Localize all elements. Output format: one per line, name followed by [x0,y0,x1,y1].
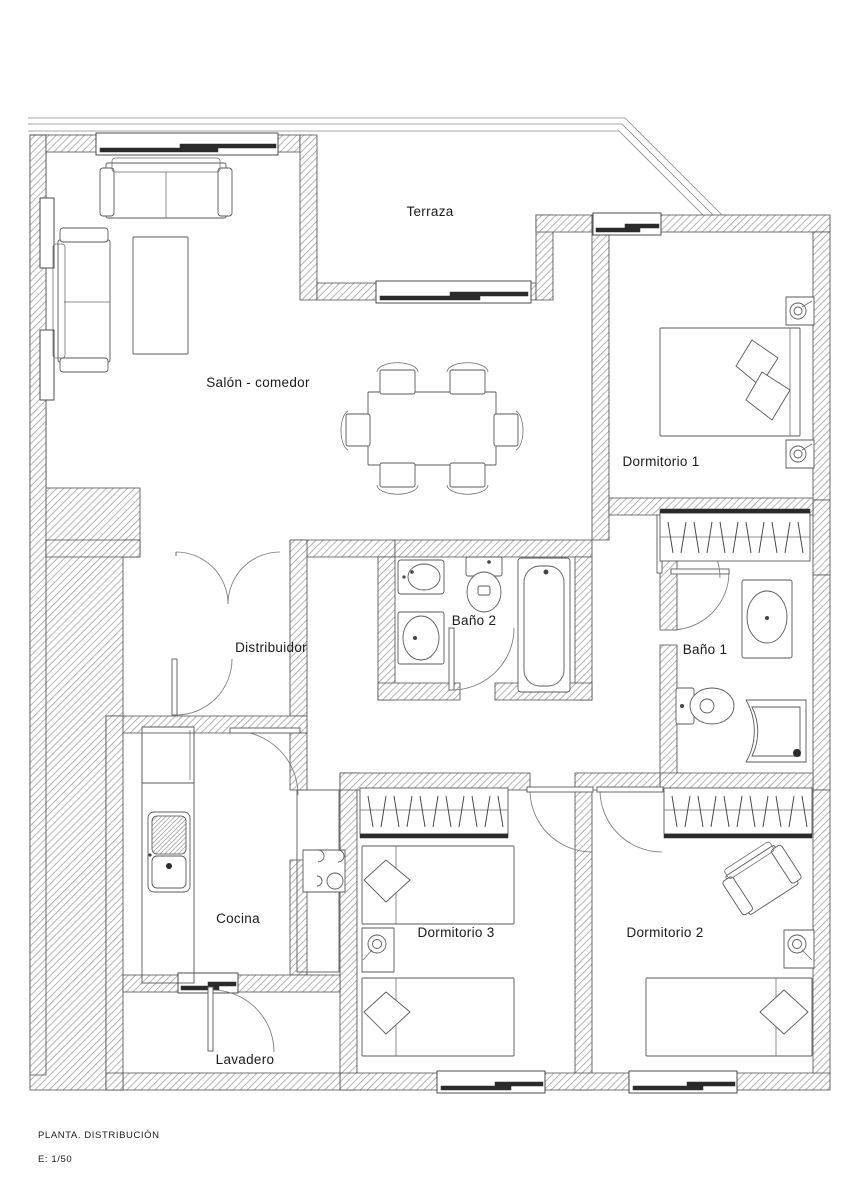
salon-furniture [52,157,524,495]
bano1-fixtures [675,579,807,763]
door-bano2 [448,627,515,691]
windows [39,132,738,1094]
twin-bed [361,845,515,925]
dining-table-set [340,362,524,495]
nightstand-lamp [785,296,815,326]
window-terrace-south [375,280,532,304]
nightstand-lamp [783,929,815,969]
terrace-railing [28,117,723,227]
room-label-lavadero: Lavadero [216,1052,275,1067]
room-label-dormitorio-3: Dormitorio 3 [417,925,494,940]
room-label-distribuidor: Distribuidor [235,640,307,655]
door-bano1 [670,568,730,631]
drawing-scale: E: 1/50 [38,1154,72,1165]
door-dormitorio3 [526,786,594,853]
hanger-marks [667,521,804,554]
room-label-dormitorio-2: Dormitorio 2 [626,925,703,940]
nightstand-lamp [785,439,815,469]
window-dormitorio3 [436,1070,546,1094]
dining-chair [493,410,524,451]
room-label-salon-comedor: Salón - comedor [206,375,310,390]
wardrobe-dormitorio3 [359,787,509,839]
door-lavadero [207,986,275,1053]
coffee-table [132,236,189,355]
dining-chair [376,462,419,495]
dormitorio2-furniture [645,787,815,1057]
bano2-fixtures [397,556,571,693]
bidet [397,559,445,595]
toilet [465,556,503,613]
cooktop-4-burner [302,849,346,893]
room-label-terraza: Terraza [406,204,453,219]
sink-bano2 [397,611,445,665]
dining-chair [446,362,489,395]
dining-chair [376,362,419,395]
cocina-furniture [141,726,346,984]
room-label-bano-1: Baño 1 [683,642,728,657]
door-salon-distribuidor [175,551,281,605]
wardrobe-dormitorio1 [659,508,811,562]
single-bed [645,977,813,1057]
door-cocina [229,727,301,796]
pillow [759,989,809,1035]
toilet [675,687,735,725]
dining-chair [446,462,489,495]
dormitorio1-furniture [659,296,815,562]
corner-shower [745,699,807,763]
dormitorio3-furniture [359,787,515,1057]
dining-chair [340,410,371,451]
pillow [363,859,411,903]
window-salon-left-lower [39,329,55,401]
sofa-two-seat [52,227,111,373]
window-salon-top [95,132,279,156]
room-label-dormitorio-1: Dormitorio 1 [622,454,699,469]
armchair [722,841,802,916]
room-label-bano-2: Baño 2 [452,613,497,628]
sofa-three-seat [99,157,233,219]
sink-bano1 [741,579,793,659]
room-label-cocina: Cocina [216,911,260,926]
sink-drainboard [147,811,191,893]
drawing-title: PLANTA. DISTRIBUCIÓN [38,1130,160,1141]
double-bed [659,327,801,437]
nightstand-lamp [361,927,395,973]
pillow [363,991,411,1035]
doors [171,514,730,1053]
window-salon-left-upper [39,197,55,269]
door-dormitorio2 [596,786,664,853]
twin-bed [361,977,515,1057]
title-block: PLANTA. DISTRIBUCIÓN E: 1/50 [38,1130,160,1165]
door-distribuidor-lower [171,658,233,716]
window-dormitorio2 [628,1070,738,1094]
pillow [745,371,791,421]
counter-left [141,732,195,984]
window-dormitorio1 [592,212,662,236]
dining-table [367,391,497,466]
room-labels: Terraza Salón - comedor Distribuidor Dor… [206,204,727,1067]
wardrobe-dormitorio2 [663,787,813,839]
fridge [141,726,195,784]
bathtub [517,557,571,693]
